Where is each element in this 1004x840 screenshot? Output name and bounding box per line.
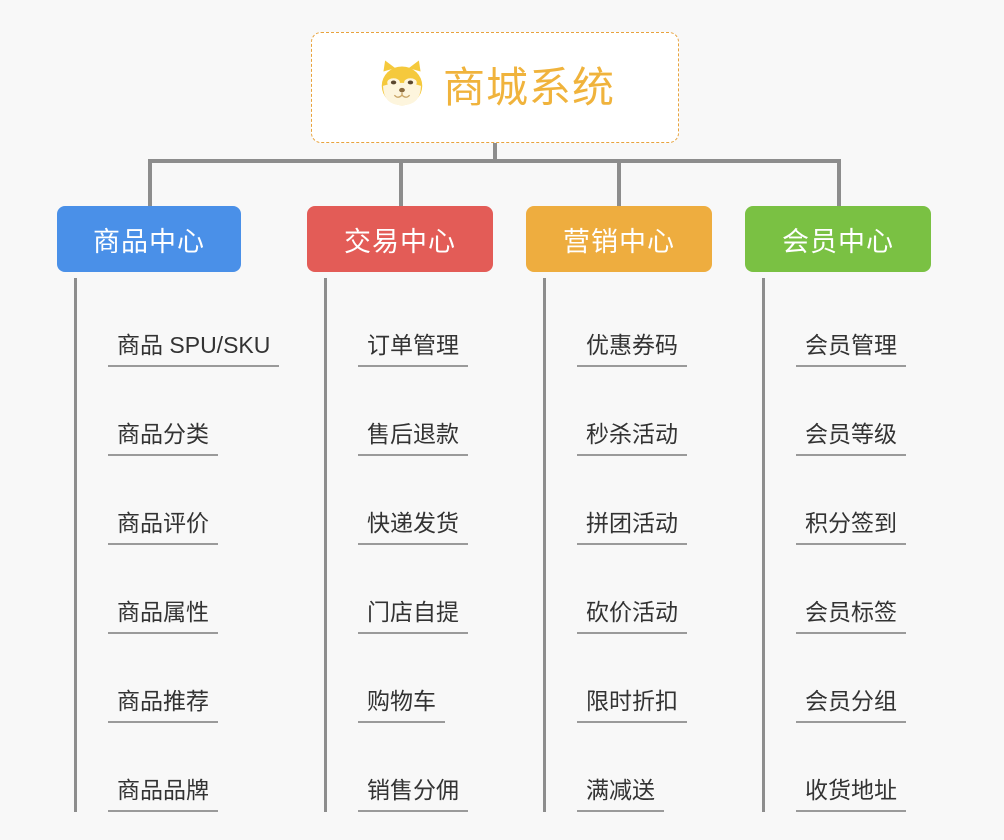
category-header-1[interactable]: 商品中心: [57, 206, 241, 272]
leaf-label: 会员分组: [796, 688, 906, 723]
category-label-4: 会员中心: [782, 226, 894, 257]
shiba-dog-icon: [375, 58, 429, 117]
leaf-item[interactable]: 积分签到: [762, 456, 906, 545]
leaf-label: 售后退款: [358, 421, 468, 456]
leaf-label: 商品评价: [108, 510, 218, 545]
connector-drop-3: [617, 159, 621, 206]
leaf-label: 限时折扣: [577, 688, 687, 723]
leaf-label: 优惠券码: [577, 332, 687, 367]
leaf-item[interactable]: 满减送: [543, 723, 687, 812]
leaf-item[interactable]: 会员标签: [762, 545, 906, 634]
leaf-item[interactable]: 商品推荐: [74, 634, 279, 723]
column-spine-1: [74, 278, 77, 812]
leaf-label: 会员等级: [796, 421, 906, 456]
leaf-item[interactable]: 商品品牌: [74, 723, 279, 812]
leaf-item[interactable]: 限时折扣: [543, 634, 687, 723]
leaf-label: 购物车: [358, 688, 445, 723]
category-label-3: 营销中心: [563, 226, 675, 257]
category-label-2: 交易中心: [344, 226, 456, 257]
leaf-label: 快递发货: [358, 510, 468, 545]
root-title: 商城系统: [442, 63, 615, 111]
connector-root-stem: [493, 143, 497, 163]
leaf-label: 商品品牌: [108, 777, 218, 812]
leaf-column-1: 商品 SPU/SKU 商品分类 商品评价 商品属性 商品推荐 商品品牌: [74, 278, 280, 812]
category-header-2[interactable]: 交易中心: [307, 206, 493, 272]
leaf-item[interactable]: 购物车: [324, 634, 468, 723]
leaf-label: 会员标签: [796, 599, 906, 634]
leaf-label: 拼团活动: [577, 510, 687, 545]
leaf-label: 砍价活动: [577, 599, 687, 634]
leaf-item[interactable]: 订单管理: [324, 278, 468, 367]
category-header-4[interactable]: 会员中心: [745, 206, 931, 272]
connector-drop-4: [837, 159, 841, 206]
leaf-item[interactable]: 砍价活动: [543, 545, 687, 634]
column-spine-4: [762, 278, 765, 812]
leaf-label: 收货地址: [796, 777, 906, 812]
leaf-label: 积分签到: [796, 510, 906, 545]
leaf-label: 销售分佣: [358, 777, 468, 812]
leaf-column-3: 优惠券码 秒杀活动 拼团活动 砍价活动 限时折扣 满减送: [543, 278, 687, 812]
leaf-item[interactable]: 优惠券码: [543, 278, 687, 367]
leaf-item[interactable]: 门店自提: [324, 545, 468, 634]
leaf-item[interactable]: 商品分类: [74, 367, 279, 456]
leaf-label: 满减送: [577, 777, 664, 812]
leaf-column-4: 会员管理 会员等级 积分签到 会员标签 会员分组 收货地址: [762, 278, 906, 812]
category-label-1: 商品中心: [93, 226, 205, 257]
leaf-item[interactable]: 销售分佣: [324, 723, 468, 812]
leaf-item[interactable]: 售后退款: [324, 367, 468, 456]
leaf-item[interactable]: 拼团活动: [543, 456, 687, 545]
leaf-item[interactable]: 商品 SPU/SKU: [74, 278, 280, 367]
root-node[interactable]: 商城系统: [311, 32, 679, 143]
leaf-label: 商品分类: [108, 421, 218, 456]
leaf-label: 商品属性: [108, 599, 218, 634]
leaf-item[interactable]: 会员管理: [762, 278, 906, 367]
leaf-item[interactable]: 商品属性: [74, 545, 279, 634]
leaf-label: 商品 SPU/SKU: [108, 332, 280, 367]
leaf-item[interactable]: 快递发货: [324, 456, 468, 545]
connector-horizontal-bus: [148, 159, 841, 163]
connector-drop-2: [399, 159, 403, 206]
leaf-item[interactable]: 会员分组: [762, 634, 906, 723]
column-spine-2: [324, 278, 327, 812]
leaf-item[interactable]: 商品评价: [74, 456, 279, 545]
leaf-column-2: 订单管理 售后退款 快递发货 门店自提 购物车 销售分佣: [324, 278, 468, 812]
column-spine-3: [543, 278, 546, 812]
leaf-label: 会员管理: [796, 332, 906, 367]
leaf-item[interactable]: 收货地址: [762, 723, 906, 812]
leaf-label: 商品推荐: [108, 688, 218, 723]
leaf-label: 秒杀活动: [577, 421, 687, 456]
leaf-item[interactable]: 会员等级: [762, 367, 906, 456]
connector-drop-1: [148, 159, 152, 206]
leaf-item[interactable]: 秒杀活动: [543, 367, 687, 456]
leaf-label: 门店自提: [358, 599, 468, 634]
category-header-3[interactable]: 营销中心: [526, 206, 712, 272]
leaf-label: 订单管理: [358, 332, 468, 367]
